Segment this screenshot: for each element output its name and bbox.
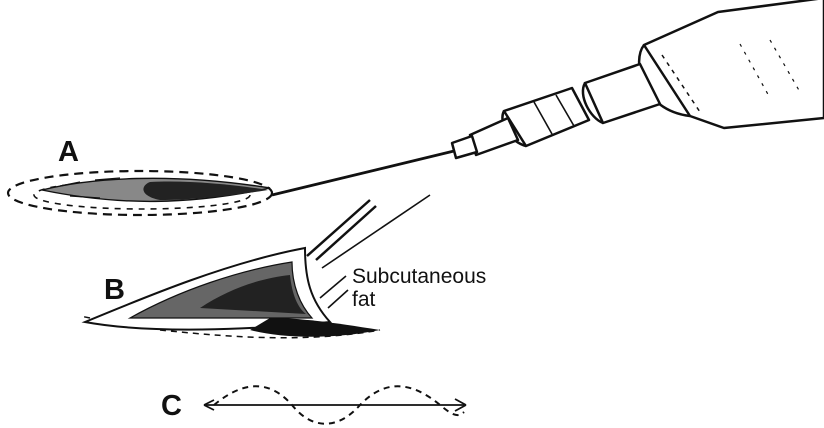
label-b: B [104,274,125,307]
annotation-subcutaneous: Subcutaneous [352,266,486,288]
label-a: A [58,136,79,169]
label-c: C [161,390,182,423]
suture-wave-arrow [204,386,466,424]
annotation-fat: fat [352,289,375,311]
syringe-illustration [272,0,824,195]
wound-ellipse [8,171,272,215]
